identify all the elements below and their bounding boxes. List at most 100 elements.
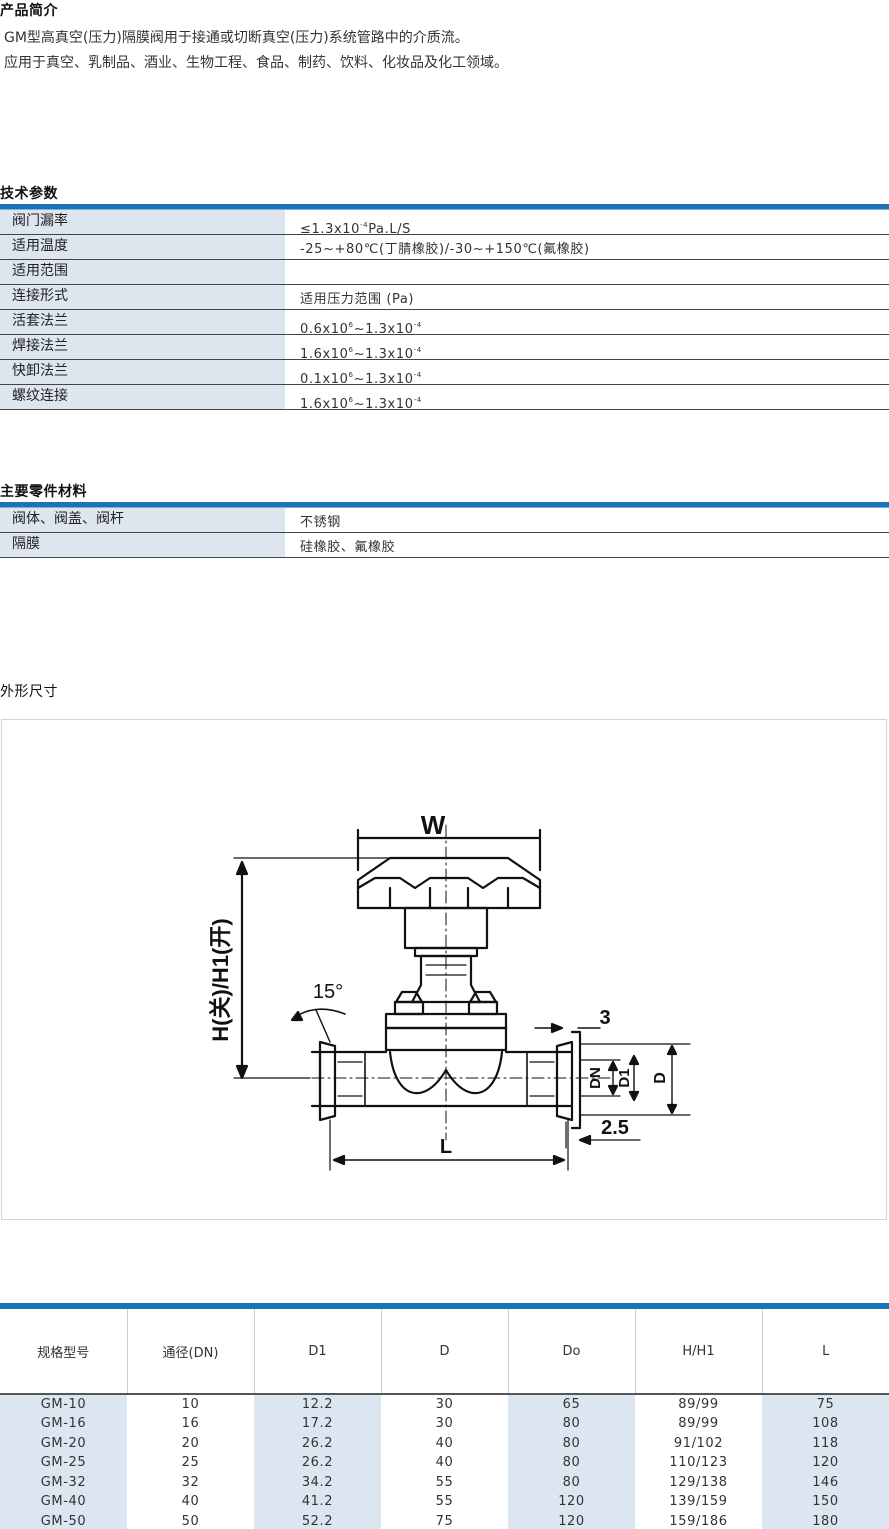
param-key: 连接形式 (0, 285, 286, 309)
param-value: ≤1.3x10-4Pa.L/S (300, 221, 412, 237)
cell-dn: 10 (181, 1397, 200, 1412)
materials-bar (0, 502, 889, 508)
header-dn: 通径(DN) (126, 1303, 254, 1395)
cell-d: 55 (435, 1474, 454, 1490)
tech-param-row: 适用温度-25~+80℃(丁腈橡胶)/-30~+150℃(氟橡胶) (0, 235, 889, 260)
tech-param-row: 螺纹连接 1.6x106~1.3x10-4 (0, 385, 889, 412)
cell-d1: 26.2 (254, 1433, 381, 1453)
cell-model: GM-40 (0, 1492, 127, 1512)
param-key: 焊接法兰 (0, 335, 286, 359)
header-do: Do (507, 1303, 635, 1395)
cell-h-h1: 159/186 (635, 1511, 762, 1529)
cell-l: 146 (762, 1472, 889, 1492)
material-key: 阀体、阀盖、阀杆 (0, 508, 286, 532)
cell-l: 75 (762, 1394, 889, 1414)
tech-params-bar (0, 204, 889, 210)
materials-title: 主要零件材料 (0, 484, 87, 500)
cell-h-h1: 110/123 (669, 1455, 728, 1471)
cell-l: 120 (762, 1453, 889, 1473)
cell-do: 80 (508, 1414, 635, 1434)
cell-model: GM-25 (0, 1453, 127, 1473)
cell-h-h1: 89/99 (678, 1397, 719, 1412)
cell-d1: 17.2 (254, 1414, 381, 1434)
cell-dn: 50 (127, 1511, 254, 1529)
cell-dn: 32 (181, 1474, 200, 1490)
param-key: 适用范围 (0, 260, 286, 284)
materials-table: 阀体、阀盖、阀杆不锈钢 隔膜硅橡胶、氟橡胶 (0, 502, 889, 558)
cell-dn: 20 (181, 1435, 200, 1451)
dimensions-title: 外形尺寸 (0, 684, 58, 700)
cell-do: 65 (508, 1394, 635, 1414)
d-label: D (652, 1072, 669, 1084)
param-value: -25~+80℃(丁腈橡胶)/-30~+150℃(氟橡胶) (300, 242, 590, 257)
cell-d1: 41.2 (254, 1492, 381, 1512)
param-value: 适用压力范围 (Pa) (300, 292, 415, 307)
l-label: L (440, 1136, 452, 1158)
cell-l: 180 (762, 1511, 889, 1529)
param-key: 螺纹连接 (0, 385, 286, 409)
material-value: 不锈钢 (300, 515, 341, 530)
param-key: 活套法兰 (0, 310, 286, 334)
cell-model: GM-20 (0, 1433, 127, 1453)
tech-param-row: 连接形式适用压力范围 (Pa) (0, 285, 889, 310)
d1-label: D1 (616, 1068, 633, 1087)
cell-d1: 26.2 (254, 1453, 381, 1473)
header-d: D (380, 1303, 508, 1395)
param-key: 快卸法兰 (0, 360, 286, 384)
material-row: 阀体、阀盖、阀杆不锈钢 (0, 508, 889, 533)
cell-d: 55 (435, 1494, 454, 1510)
cell-d1: 12.2 (254, 1394, 381, 1414)
header-l: L (761, 1303, 889, 1395)
material-key: 隔膜 (0, 533, 286, 557)
header-d1: D1 (253, 1303, 381, 1395)
cell-dn: 25 (181, 1455, 200, 1471)
cell-d: 40 (435, 1435, 454, 1451)
material-value: 硅橡胶、氟橡胶 (300, 540, 396, 555)
cell-d1: 34.2 (254, 1472, 381, 1492)
cell-d: 40 (435, 1455, 454, 1471)
cell-dn: 40 (181, 1494, 200, 1510)
intro-line-1: GM型高真空(压力)隔膜阀用于接通或切断真空(压力)系统管路中的介质流。 (4, 30, 469, 46)
material-row: 隔膜硅橡胶、氟橡胶 (0, 533, 889, 558)
dn-label: DN (587, 1067, 604, 1089)
param-value (286, 260, 889, 284)
tech-param-row: 适用范围 (0, 260, 889, 285)
dimension-drawing-panel: W (1, 719, 887, 1220)
tech-params-table: 阀门漏率≤1.3x10-4Pa.L/S 适用温度-25~+80℃(丁腈橡胶)/-… (0, 204, 889, 412)
param-value: 0.6x106~1.3x10-4 (300, 321, 422, 337)
cell-model: GM-32 (0, 1472, 127, 1492)
cell-model: GM-50 (0, 1511, 127, 1529)
cell-do: 120 (508, 1492, 635, 1512)
tech-param-row: 快卸法兰 0.1x106~1.3x10-4 (0, 360, 889, 387)
cell-h-h1: 129/138 (669, 1474, 728, 1490)
angle-label: 15° (313, 981, 343, 1003)
cell-h-h1: 139/159 (669, 1494, 728, 1510)
cell-dn: 16 (181, 1416, 200, 1432)
intro-line-2: 应用于真空、乳制品、酒业、生物工程、食品、制药、饮料、化妆品及化工领域。 (4, 55, 508, 71)
cell-l: 150 (762, 1492, 889, 1512)
param-value: 0.1x106~1.3x10-4 (300, 371, 422, 387)
valve-drawing: W (208, 810, 691, 1171)
w-label: W (421, 810, 446, 840)
table-row: GM-10 10 12.2 30 65 89/99 75 (0, 1394, 889, 1414)
table-row: GM-40 40 41.2 55 120 139/159 150 (0, 1492, 889, 1512)
cell-h-h1: 89/99 (678, 1416, 719, 1432)
tech-params-title: 技术参数 (0, 186, 58, 202)
cell-l: 118 (762, 1433, 889, 1453)
param-value: 1.6x106~1.3x10-4 (300, 346, 422, 362)
cell-model: GM-10 (0, 1394, 127, 1414)
three-label: 3 (599, 1007, 610, 1029)
cell-model: GM-16 (0, 1414, 127, 1434)
cell-d1: 52.2 (254, 1511, 381, 1529)
header-model: 规格型号 (0, 1303, 127, 1395)
spec-header-row: 规格型号 通径(DN) D1 D Do H/H1 L (0, 1303, 889, 1395)
cell-do: 120 (508, 1511, 635, 1529)
cell-h-h1: 91/102 (673, 1435, 724, 1451)
cell-d: 30 (435, 1397, 454, 1412)
cell-do: 80 (508, 1472, 635, 1492)
param-value: 1.6x106~1.3x10-4 (300, 396, 422, 412)
two-five-label: 2.5 (601, 1117, 629, 1139)
